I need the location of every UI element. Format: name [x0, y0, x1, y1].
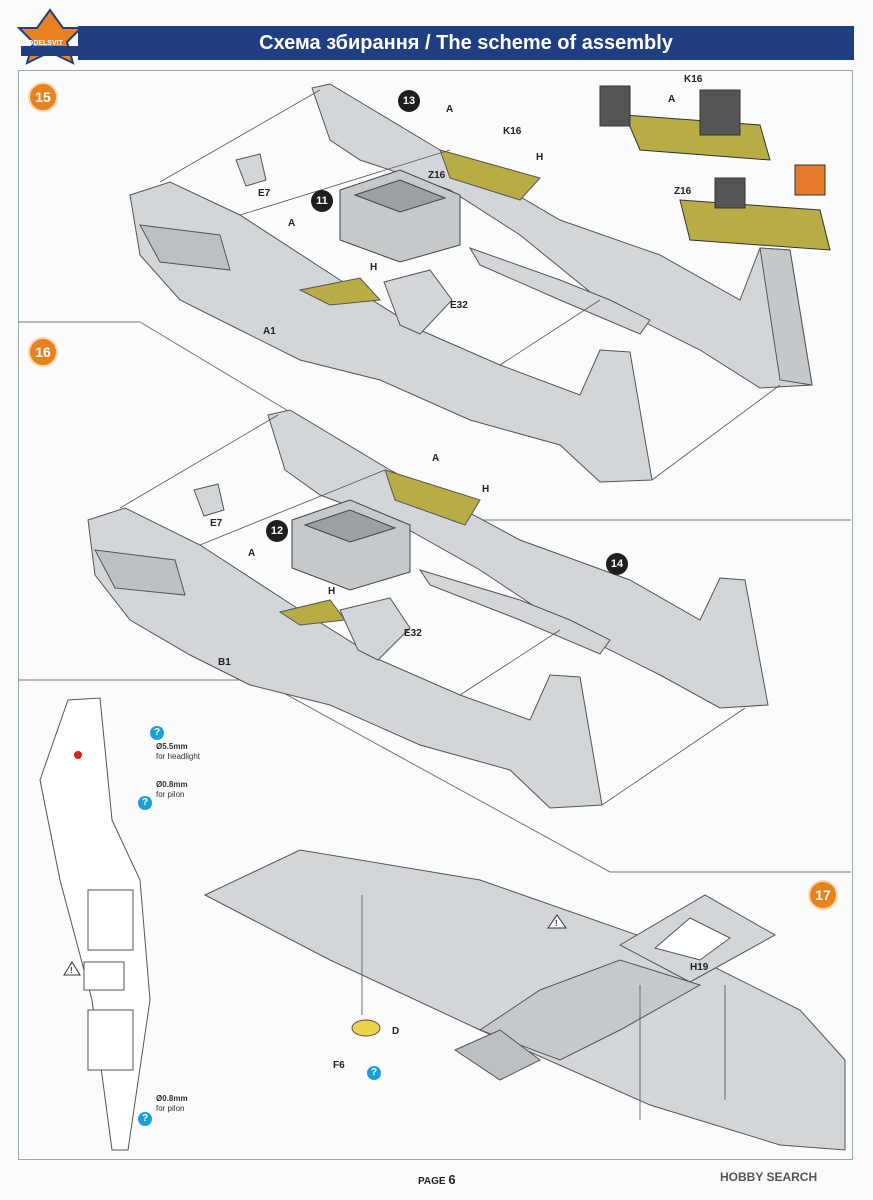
label-h-top: H — [536, 152, 544, 163]
part-h19 — [618, 894, 777, 983]
cockpit-tub-11 — [339, 169, 461, 263]
part-radiator-a — [468, 247, 651, 335]
label-f6: F6 — [333, 1060, 345, 1071]
label-inset-z16: Z16 — [674, 186, 692, 197]
step-16-badge: 16 — [28, 337, 58, 367]
part-e32-b — [339, 597, 411, 661]
label-z16-top: Z16 — [428, 170, 446, 181]
label-h19: H19 — [690, 962, 709, 973]
label-e32-a: E32 — [450, 300, 468, 311]
part-e32-a — [383, 269, 453, 335]
cockpit-tub-12 — [291, 499, 411, 591]
warning-triangle-b — [547, 914, 567, 929]
step-15-badge: 15 — [28, 82, 58, 112]
step-17-badge: 17 — [808, 880, 838, 910]
fuselage-profile-side — [39, 697, 151, 1151]
label-inset-k16: K16 — [684, 74, 703, 85]
label-a-top2: A — [432, 453, 440, 464]
callout-13: 13 — [398, 90, 420, 112]
label-e7-b: E7 — [210, 518, 223, 529]
note-diameter-5-5: Ø5.5mm — [156, 742, 188, 751]
note-diameter-0-8-a: Ø0.8mm — [156, 780, 188, 789]
page-footer: PAGE 6 — [418, 1172, 456, 1187]
warning-mark-a: ! — [70, 966, 73, 975]
title-bar: Схема збирання / The scheme of assembly — [78, 26, 854, 60]
guide-lines-16 — [119, 414, 746, 806]
wing-assembly-17 — [203, 849, 846, 1151]
hint-icon-f6: ? — [367, 1066, 381, 1080]
part-radiator-b — [418, 569, 611, 655]
label-h-wing2: H — [328, 586, 336, 597]
label-h-wing1: H — [370, 262, 378, 273]
note-headlight: for headlight — [156, 752, 201, 761]
label-b1: B1 — [218, 657, 231, 668]
content-frame — [18, 70, 853, 1160]
label-a-nose1: A — [288, 218, 296, 229]
note-pylon-a: for pilon — [156, 790, 185, 799]
label-a-nose2: A — [248, 548, 256, 559]
label-e32-b: E32 — [404, 628, 422, 639]
label-k16-top: K16 — [503, 126, 522, 137]
section-divider-2 — [18, 679, 851, 873]
part-e7-b — [193, 483, 225, 517]
cockpit-inset-lower — [679, 164, 831, 251]
warning-mark-b: ! — [555, 919, 558, 928]
label-h-top2: H — [482, 484, 490, 495]
callout-11: 11 — [311, 190, 333, 212]
brand-text: MODELSVIT — [22, 40, 63, 47]
label-inset-a: A — [668, 94, 676, 105]
note-pylon-b: for pilon — [156, 1104, 185, 1113]
label-e7-a: E7 — [258, 188, 271, 199]
label-a1: A1 — [263, 326, 276, 337]
warning-triangle-a — [63, 961, 81, 976]
cockpit-inset-upper — [599, 85, 771, 161]
callout-14: 14 — [606, 553, 628, 575]
label-d: D — [392, 1026, 400, 1037]
page-number: 6 — [448, 1172, 456, 1187]
hint-icon-pylon-a: ? — [138, 796, 152, 810]
hint-icon-headlight: ? — [150, 726, 164, 740]
page-label: PAGE — [418, 1176, 446, 1187]
part-f6 — [351, 1019, 381, 1037]
label-a-top: A — [446, 104, 454, 115]
callout-12: 12 — [266, 520, 288, 542]
note-diameter-0-8-b: Ø0.8mm — [156, 1094, 188, 1103]
hint-icon-pylon-b: ? — [138, 1112, 152, 1126]
watermark: HOBBY SEARCH — [720, 1170, 818, 1184]
guide-lines-15 — [159, 89, 781, 481]
part-e7-a — [235, 153, 267, 187]
modelsvit-logo — [16, 8, 84, 65]
page-title: Схема збирання / The scheme of assembly — [259, 32, 673, 54]
